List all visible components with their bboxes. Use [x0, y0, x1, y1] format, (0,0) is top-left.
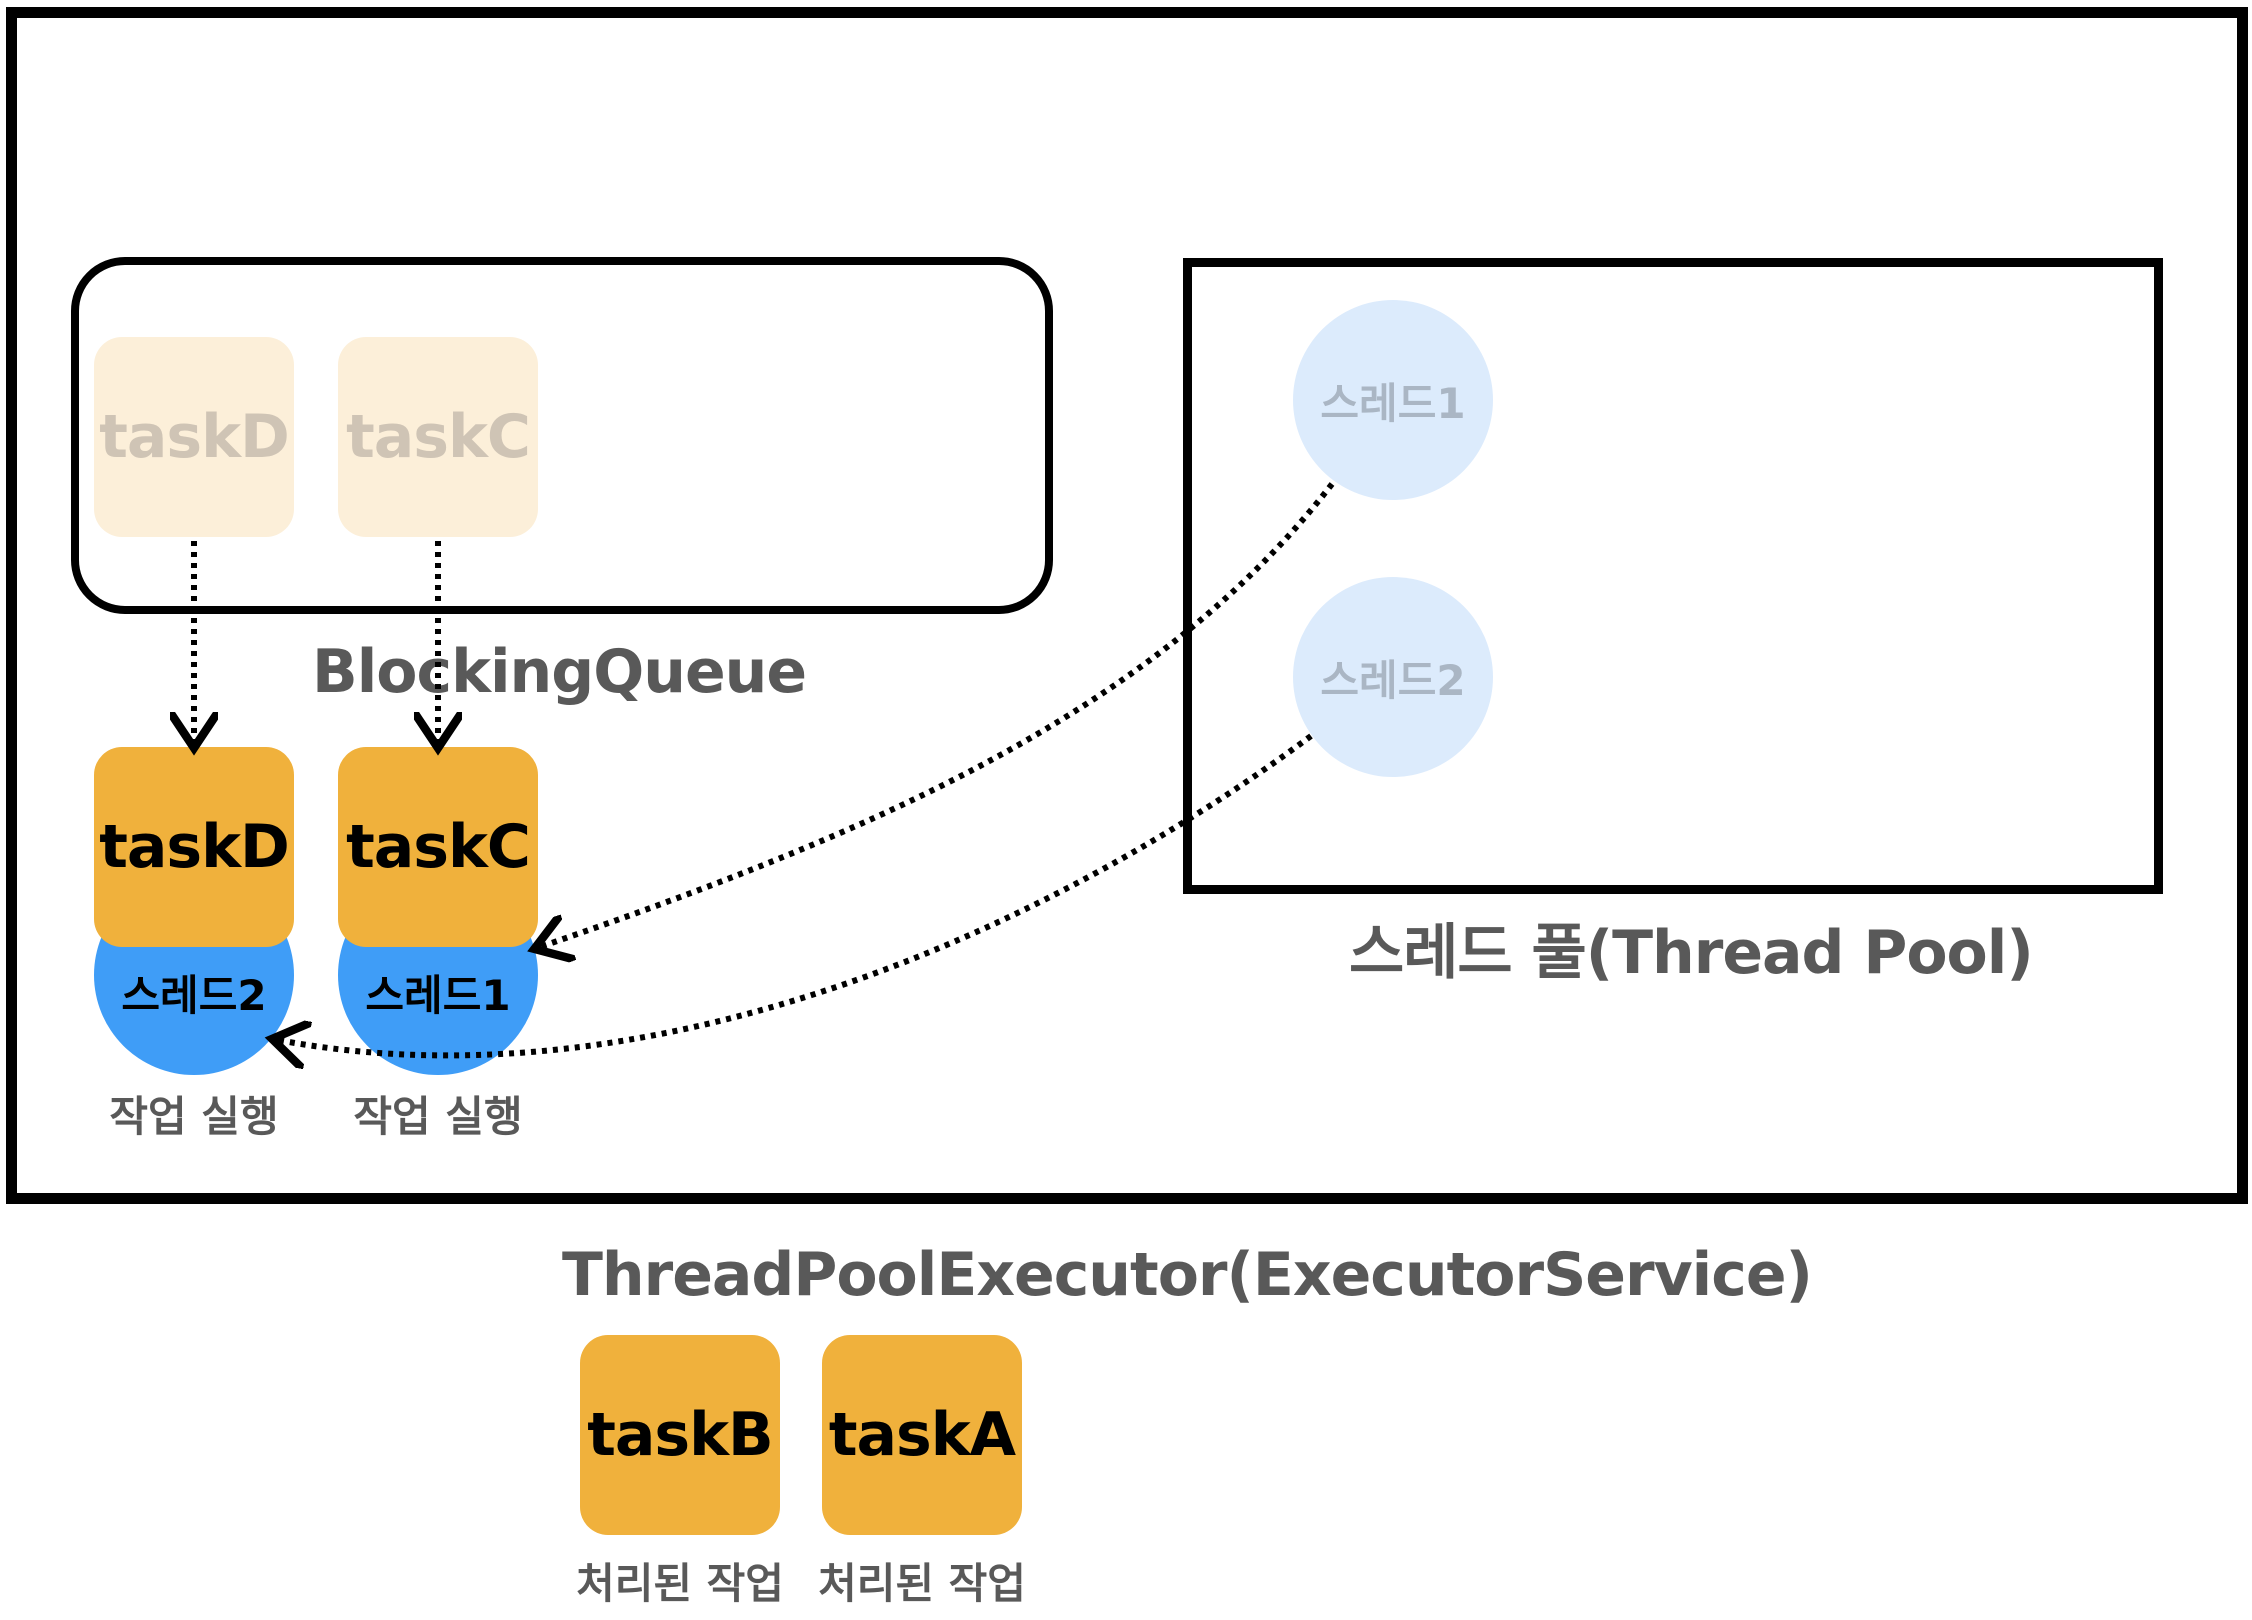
completed-task-a: taskA [822, 1335, 1022, 1535]
queue-task-d: taskD [94, 337, 294, 537]
executor-container [6, 7, 2248, 1204]
running-caption-d: 작업 실행 [109, 1091, 279, 1141]
executor-label: ThreadPoolExecutor(ExecutorService) [562, 1240, 1813, 1310]
running-thread-2-label: 스레드2 [121, 971, 267, 1020]
pool-thread-1: 스레드1 [1293, 300, 1493, 500]
completed-caption-a: 처리된 작업 [818, 1558, 1026, 1608]
blocking-queue-label: BlockingQueue [312, 637, 807, 707]
completed-caption-b: 처리된 작업 [576, 1558, 784, 1608]
running-task-d: taskD [94, 747, 294, 947]
running-thread-1-label: 스레드1 [365, 971, 511, 1020]
queue-task-c: taskC [338, 337, 538, 537]
completed-task-b: taskB [580, 1335, 780, 1535]
pool-thread-2: 스레드2 [1293, 577, 1493, 777]
running-caption-c: 작업 실행 [353, 1091, 523, 1141]
thread-pool-label: 스레드 풀(Thread Pool) [1349, 918, 2034, 988]
running-task-c: taskC [338, 747, 538, 947]
